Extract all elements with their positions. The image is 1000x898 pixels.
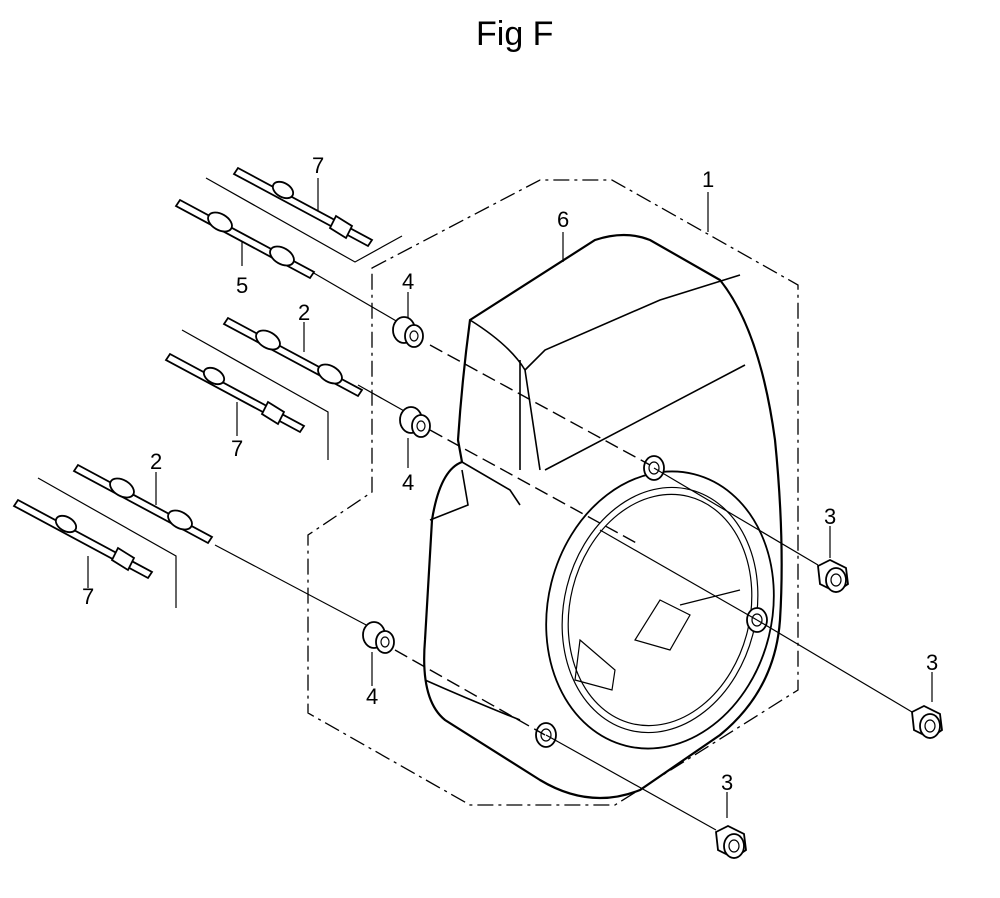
leader-bolt2b <box>214 544 371 628</box>
grommet-3-b <box>911 704 943 740</box>
collar-4-low <box>362 621 395 654</box>
stud-bolt-2-low <box>72 463 214 545</box>
stud-bolt-7-top <box>232 166 374 248</box>
callout-3-c: 3 <box>721 770 733 795</box>
leader-washer3b <box>756 619 913 713</box>
callout-4-mid: 4 <box>402 470 414 495</box>
stud-bolt-7-mid <box>164 352 306 434</box>
leader-washer3c <box>545 734 717 831</box>
assembly-line-1 <box>429 344 651 466</box>
leader-through-3b <box>599 529 758 621</box>
bracket-group-top <box>205 177 403 263</box>
leader-washer3a <box>653 467 819 566</box>
stud-bolt-5 <box>174 198 316 280</box>
callout-5: 5 <box>236 273 248 298</box>
grommet-3-c <box>715 824 747 860</box>
callout-6: 6 <box>557 207 569 232</box>
callout-4-low: 4 <box>366 684 378 709</box>
callout-7-mid: 7 <box>231 436 243 461</box>
callout-2-low: 2 <box>150 449 162 474</box>
callout-7-top: 7 <box>312 153 324 178</box>
stud-bolt-2-top <box>222 316 364 398</box>
assembly-boundary <box>307 179 799 806</box>
fan-shroud <box>423 233 783 800</box>
figure-title: Fig F <box>476 15 553 53</box>
leader-bolt5 <box>311 271 399 323</box>
stud-bolt-7-low <box>12 498 154 580</box>
callout-3-b: 3 <box>926 650 938 675</box>
callout-1: 1 <box>702 167 714 192</box>
callout-4-top: 4 <box>402 269 414 294</box>
bracket-group-low <box>37 477 177 608</box>
collar-4-mid <box>399 406 431 438</box>
callout-2-top: 2 <box>298 300 310 325</box>
bracket-group-mid <box>181 329 329 460</box>
grommet-3-a <box>817 558 849 594</box>
callout-7-low: 7 <box>82 584 94 609</box>
callout-3-a: 3 <box>824 504 836 529</box>
leader-bolt2a <box>357 384 407 413</box>
collar-4-top <box>392 316 424 348</box>
assembly-line-3 <box>394 649 546 736</box>
